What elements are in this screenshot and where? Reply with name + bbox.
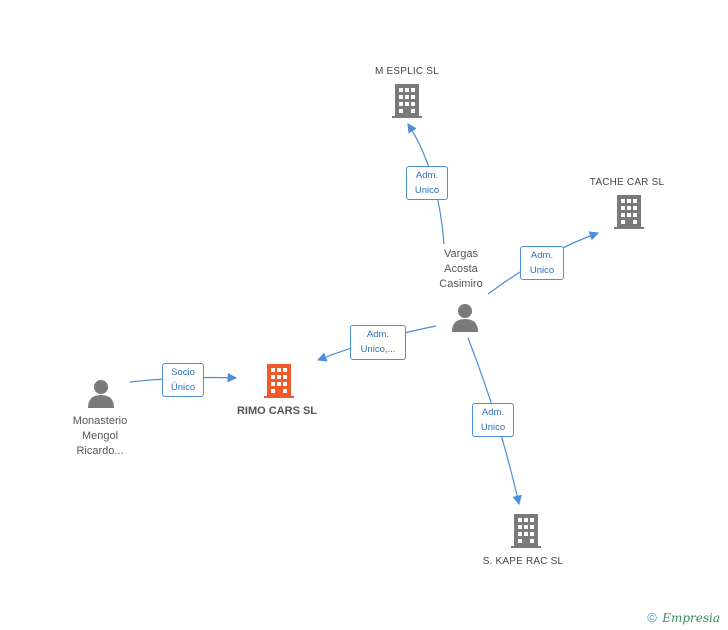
edge-label-line2: Unico,...	[360, 344, 396, 355]
edge-label-monasterio-to-rimo: Socio Único	[162, 363, 204, 397]
edge-label-to-tachecar: Adm. Unico	[520, 246, 564, 280]
brand-logo: Empresia	[662, 611, 720, 625]
edge-label-line1: Socio	[171, 367, 195, 378]
copyright-icon: ©	[647, 610, 657, 625]
building-icon[interactable]	[392, 84, 422, 118]
building-icon[interactable]	[511, 514, 541, 548]
edge-label-to-rimo: Adm. Unico,...	[350, 325, 406, 360]
footer-brand[interactable]: © Empresia	[647, 610, 720, 625]
edge-label-to-mesplic: Adm. Unico	[406, 166, 448, 200]
person-icon[interactable]	[450, 302, 480, 332]
company-label-kaperac[interactable]: S. KAPE RAC SL	[482, 556, 564, 567]
edge-label-to-kaperac: Adm. Unico	[472, 403, 514, 437]
company-label-mesplic[interactable]: M ESPLIC SL	[375, 66, 439, 77]
edge-label-line1: Adm.	[415, 170, 439, 181]
edge-label-line2: Unico	[529, 265, 555, 276]
edge-label-line1: Adm.	[366, 329, 390, 340]
edge-label-line1: Adm.	[481, 407, 505, 418]
edge-label-line2: Unico	[414, 185, 440, 196]
person-icon[interactable]	[86, 378, 116, 408]
edge-label-line2: Unico	[480, 422, 506, 433]
edge-label-line1: Adm.	[530, 250, 554, 261]
person-label-monasterio[interactable]: Monasterio Mengol Ricardo...	[72, 415, 128, 457]
building-icon[interactable]	[614, 195, 644, 229]
company-label-tachecar[interactable]: TACHE CAR SL	[589, 177, 665, 188]
edge-label-line2: Único	[170, 382, 196, 393]
company-label-rimo[interactable]: RIMO CARS SL	[236, 405, 318, 417]
person-label-vargas[interactable]: Vargas Acosta Casimiro	[439, 248, 483, 290]
building-icon-highlight[interactable]	[264, 364, 294, 398]
